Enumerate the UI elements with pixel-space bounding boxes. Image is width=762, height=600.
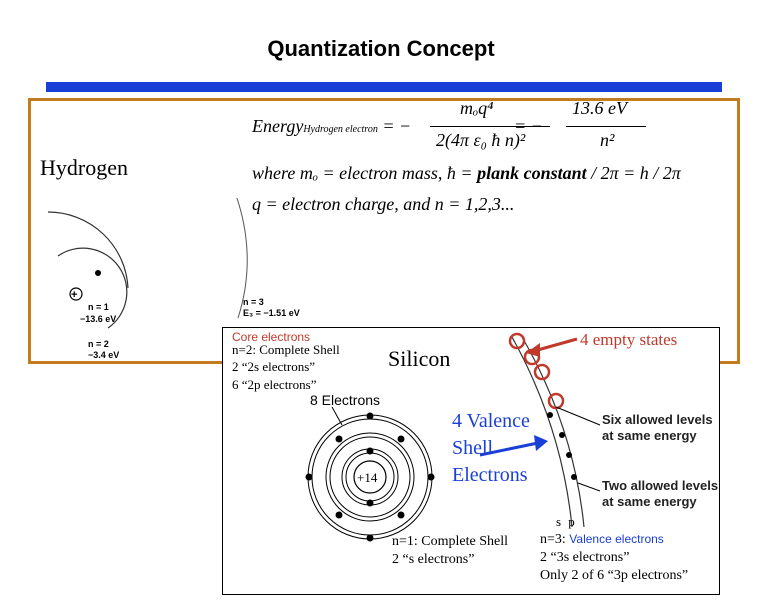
nucleus-circle — [69, 287, 83, 301]
fraction-2-bar — [566, 126, 646, 127]
n1-shell-line-1: n=1: Complete Shell — [392, 534, 508, 549]
core-line-1: n=2: Complete Shell — [232, 342, 340, 357]
eight-electrons-label: 8 Electrons — [310, 392, 381, 408]
si-nucleus — [353, 460, 387, 494]
empty-state — [508, 332, 526, 350]
title-underline-bar — [46, 82, 722, 92]
fraction-2-denominator: n² — [600, 130, 615, 150]
empty-states-arrowhead — [526, 343, 540, 357]
empty-state — [547, 392, 565, 410]
valence-electrons-tag: Valence electrons — [569, 532, 664, 546]
electron — [335, 435, 343, 443]
valence-electrons — [547, 412, 577, 480]
fraction-2-numerator: 13.6 eV — [572, 98, 627, 118]
electron — [95, 270, 101, 276]
page-title: Quantization Concept — [267, 36, 495, 61]
where-part-2: / 2π = h / 2π — [586, 163, 681, 183]
n1-label: n = 1 — [88, 302, 109, 312]
charge-definition-line: q = electron charge, and n = 1,2,3... — [252, 194, 515, 214]
silicon-label: Silicon — [388, 346, 451, 371]
n3-prefix: n=3: — [540, 532, 570, 547]
n3-energy: E₃ = −1.51 eV — [243, 308, 300, 318]
two-levels-pointer — [577, 482, 601, 492]
silicon-diagram: +14 — [305, 332, 601, 542]
electron — [366, 412, 374, 420]
n3-shell-line-3: Only 2 of 6 “3p electrons” — [540, 568, 689, 583]
electron — [397, 435, 405, 443]
si-nucleus-label: +14 — [357, 470, 378, 485]
n1-energy: −13.6 eV — [80, 314, 116, 324]
electron — [427, 473, 435, 481]
valence-arrow — [479, 441, 539, 457]
n3-shell-line-1: n=3: Valence electrons — [540, 532, 664, 548]
valence-arc-1 — [511, 336, 573, 528]
where-part-1: where mₒ = electron mass, ħ = — [252, 163, 478, 183]
empty-state — [533, 363, 551, 381]
eight-electrons-pointer — [331, 406, 343, 426]
hydrogen-bohr-model: + n = 1 −13.6 eV n = 2 −3.4 eV n = 3 E₃ … — [47, 198, 300, 360]
six-levels-pointer — [555, 406, 601, 426]
fraction-1-denominator: 2(4π ε₀ ħ n)² — [436, 130, 526, 150]
n2-energy: −3.4 eV — [88, 350, 119, 360]
electron — [366, 499, 374, 507]
n2-label: n = 2 — [88, 339, 109, 349]
fraction-1-bar — [430, 126, 550, 127]
electron — [366, 534, 374, 542]
where-definition-line: where mₒ = electron mass, ħ = plank cons… — [252, 163, 681, 184]
silicon-panel — [222, 327, 720, 595]
orbit-n3 — [236, 198, 248, 319]
empty-states-arrow — [533, 337, 578, 353]
energy-fraction-1: mₒq⁴ 2(4π ε₀ ħ n)² — [420, 98, 570, 158]
electron — [559, 432, 565, 438]
equals-minus-1: = − — [382, 116, 412, 136]
empty-states-label: 4 empty states — [580, 330, 678, 349]
valence-electrons-label: 4 Valence Shell Electrons — [452, 410, 530, 486]
si-electrons — [305, 412, 435, 542]
core-electrons-title: Core electrons — [232, 330, 311, 344]
core-line-2: 2 “2s electrons” — [232, 359, 316, 374]
n3-shell-line-2: 2 “3s electrons” — [540, 550, 630, 565]
electron — [366, 447, 374, 455]
energy-term: Energy — [252, 116, 304, 136]
plank-constant-text: plank constant — [477, 163, 587, 183]
two-levels-label: Two allowed levels at same energy — [602, 478, 719, 509]
electron — [305, 473, 313, 481]
core-line-3: 6 “2p electrons” — [232, 377, 317, 392]
energy-fraction-2: 13.6 eV n² — [540, 98, 660, 158]
electron — [397, 511, 405, 519]
energy-equation-lhs: EnergyHydrogen electron = − — [252, 116, 411, 137]
hydrogen-label: Hydrogen — [40, 155, 128, 180]
nucleus-plus: + — [71, 289, 77, 301]
electron — [335, 511, 343, 519]
six-levels-label: Six allowed levels at same energy — [602, 412, 713, 443]
si-mid-shell-a — [325, 432, 415, 522]
electron — [571, 474, 577, 480]
sp-label: s p — [556, 514, 577, 529]
orbit-n2 — [47, 211, 129, 289]
n1-shell-line-2: 2 “s electrons” — [392, 552, 475, 567]
energy-subscript: Hydrogen electron — [303, 124, 378, 135]
equals-minus-2: = − — [514, 116, 543, 136]
orbit-n1 — [57, 247, 128, 329]
fraction-1-numerator: mₒq⁴ — [460, 98, 494, 118]
electron — [547, 412, 553, 418]
electron — [566, 452, 572, 458]
si-mid-shell-b — [329, 436, 411, 518]
valence-arrowhead — [534, 435, 548, 451]
valence-arc-2 — [521, 336, 585, 528]
n3-label: n = 3 — [243, 297, 264, 307]
